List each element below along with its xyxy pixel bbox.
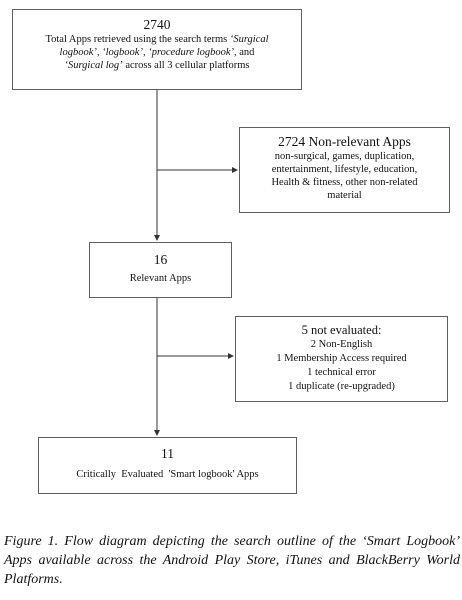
total-apps-box: 2740 Total Apps retrieved using the sear…	[12, 9, 302, 90]
not-evaluated-title: 5 not evaluated:	[301, 323, 382, 337]
total-apps-line-3: ‘Surgical log’ across all 3 cellular pla…	[13, 59, 301, 72]
non-relevant-line: material	[327, 190, 362, 201]
relevant-apps-count: 16	[153, 252, 168, 267]
not-evaluated-line: 1 technical error	[307, 367, 376, 378]
not-evaluated-line: 1 duplicate (re-upgraded)	[288, 381, 395, 392]
total-apps-line-1-plain: Total Apps retrieved using the search te…	[45, 34, 230, 45]
total-apps-line-2-plain: and	[236, 47, 255, 58]
evaluated-apps-count: 11	[161, 446, 174, 461]
non-relevant-title: 2724 Non-relevant Apps	[278, 134, 411, 149]
total-apps-line-3-italic: ‘Surgical log’	[64, 60, 123, 71]
not-evaluated-line: 2 Non-English	[310, 339, 373, 350]
total-apps-line-2-italic: logbook’, ‘logbook’, ‘procedure logbook’…	[59, 47, 237, 58]
total-apps-line-1: Total Apps retrieved using the search te…	[13, 33, 301, 46]
evaluated-apps-label: Critically Evaluated 'Smart logbook' App…	[76, 469, 259, 480]
non-relevant-apps-box: 2724 Non-relevant Apps non-surgical, gam…	[239, 127, 450, 213]
non-relevant-line: Health & fitness, other non-related	[271, 177, 418, 188]
relevant-apps-box: 16 Relevant Apps	[89, 242, 232, 298]
total-apps-line-2: logbook’, ‘logbook’, ‘procedure logbook’…	[13, 46, 301, 59]
non-relevant-line: non-surgical, games, duplication,	[274, 151, 415, 162]
total-apps-count: 2740	[143, 17, 171, 32]
evaluated-apps-box: 11 Critically Evaluated 'Smart logbook' …	[38, 437, 297, 494]
non-relevant-line: entertainment, lifestyle, education,	[271, 164, 418, 175]
total-apps-line-3-plain: across all 3 cellular platforms	[122, 60, 250, 71]
total-apps-line-1-italic: ‘Surgical	[229, 34, 269, 45]
relevant-apps-label: Relevant Apps	[129, 273, 192, 284]
not-evaluated-line: 1 Membership Access required	[276, 353, 407, 364]
not-evaluated-box: 5 not evaluated: 2 Non-English 1 Members…	[235, 316, 448, 402]
figure-caption: Figure 1. Flow diagram depicting the sea…	[4, 534, 460, 587]
